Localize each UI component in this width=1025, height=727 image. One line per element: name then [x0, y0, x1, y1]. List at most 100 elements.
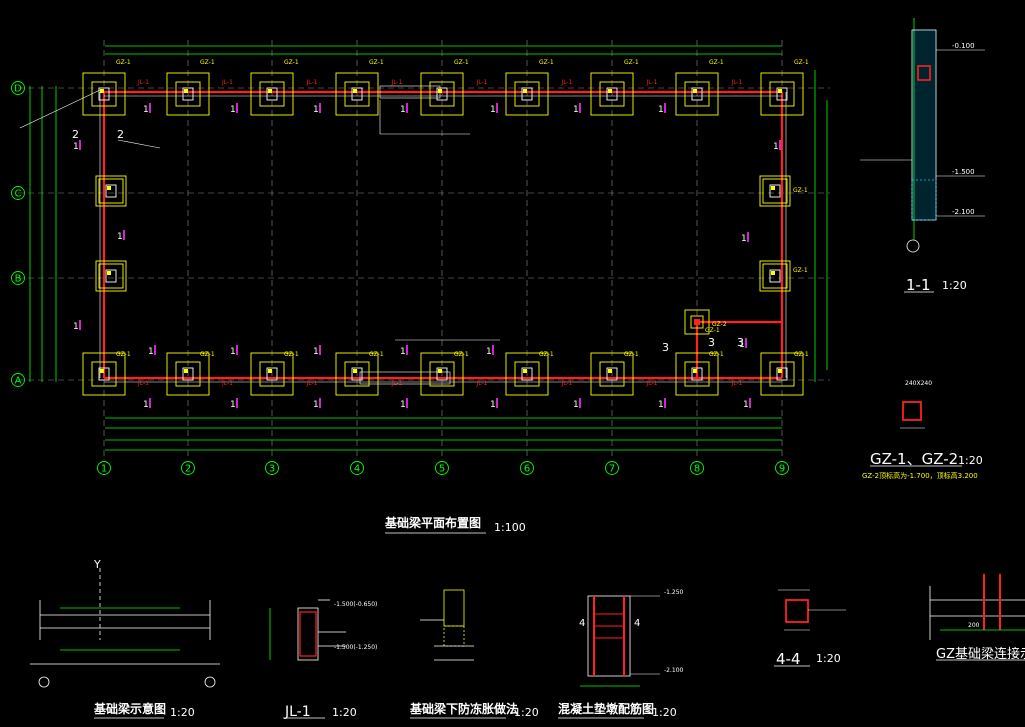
detail-gz-section: 240X240 GZ-1、GZ-2 1:20 GZ-2顶标高为-1.700，顶标… — [862, 380, 983, 480]
jl1-level-a: -1.500(-0.650) — [334, 601, 377, 608]
footing — [82, 352, 126, 396]
column-label: GZ-1 — [709, 351, 724, 358]
footing — [95, 175, 127, 207]
column-label-side: GZ-1 — [705, 327, 720, 334]
grid-bubble-col — [690, 461, 704, 475]
pad-bot-level: -2.100 — [664, 667, 684, 674]
gz-conn-title: GZ基础梁连接示意 — [936, 646, 1025, 662]
footing — [335, 72, 379, 116]
plan-title: 基础梁平面布置图 — [384, 515, 481, 530]
section-mark-1: 1 — [313, 400, 319, 410]
grid-bubble-col — [181, 461, 195, 475]
detail-gz-connection — [929, 574, 1025, 640]
section-2-marks: 2 2 — [72, 128, 124, 141]
grid-col-label: 3 — [269, 464, 275, 475]
grid-row-label: D — [14, 84, 22, 95]
beam-label: JL-1 — [221, 380, 233, 387]
column-label: GZ-1 — [709, 59, 724, 66]
detail-1-1-title: 1-1 — [906, 276, 931, 294]
beam-label: JL-1 — [561, 380, 573, 387]
beam-outline — [99, 85, 787, 385]
gz-section-title: GZ-1、GZ-2 — [870, 450, 958, 468]
detail-section-1-1: -0.100 -1.500 -2.100 1-1 1:20 — [860, 18, 985, 294]
grid-bubble-col — [605, 461, 619, 475]
detail-concrete-pad — [580, 595, 660, 687]
section-mark-1: 1 — [230, 105, 236, 115]
jl1-title: JL-1 — [284, 704, 311, 720]
section-3-marks: 3 3 3 — [662, 336, 744, 354]
pad-scale: 1:20 — [652, 706, 677, 719]
column-label: GZ-1 — [624, 351, 639, 358]
section-mark-1: 1 — [773, 142, 779, 152]
detail-4-4 — [778, 589, 846, 631]
column-label: GZ-1 — [454, 59, 469, 66]
grid-col-label: 9 — [779, 464, 785, 475]
column-label: GZ-1 — [200, 351, 215, 358]
section-mark-1: 1 — [490, 105, 496, 115]
footing — [335, 352, 379, 396]
column-label: GZ-1 — [284, 59, 299, 66]
grid-col-label: 7 — [609, 464, 615, 475]
beam-labels: JL-1JL-1JL-1JL-1JL-1JL-1JL-1JL-1JL-1JL-1… — [116, 59, 809, 387]
footing — [250, 72, 294, 116]
grid-row-label: C — [15, 189, 22, 200]
beam-label: JL-1 — [306, 79, 318, 86]
footing — [759, 260, 791, 292]
beam-schematic-title: 基础梁示意图 — [93, 701, 166, 716]
beam-label: JL-1 — [476, 380, 488, 387]
section-mark-1: 1 — [658, 400, 664, 410]
pad-title: 混凝土垫墩配筋图 — [558, 701, 654, 716]
antifreeze-scale: 1:20 — [514, 706, 539, 719]
footing — [675, 352, 719, 396]
footing — [250, 352, 294, 396]
beam-label: JL-1 — [391, 380, 403, 387]
section-mark-1: 1 — [739, 340, 745, 350]
column-label-gz2: GZ-2 — [712, 321, 727, 328]
column-label: GZ-1 — [794, 59, 809, 66]
detail-4-4-title: 4-4 — [776, 650, 801, 668]
footing — [759, 175, 791, 207]
pad-footing-8 — [684, 309, 710, 335]
footing — [590, 352, 634, 396]
gz-conn-dim: 200 — [968, 622, 980, 629]
grid-col-label: 2 — [185, 464, 191, 475]
column-label: GZ-1 — [369, 351, 384, 358]
column-footings — [82, 72, 804, 396]
grid-bubble-col — [97, 461, 111, 475]
gz-section-note: GZ-2顶标高为-1.700，顶标高3.200 — [862, 471, 978, 480]
footing — [166, 72, 210, 116]
footing — [675, 72, 719, 116]
gz-size-label: 240X240 — [905, 380, 932, 387]
beam-label: JL-1 — [646, 79, 658, 86]
section-mark-1: 1 — [741, 234, 747, 244]
foundation-beams — [102, 90, 784, 380]
beam-schematic-scale: 1:20 — [170, 706, 195, 719]
section-mark-1: 1 — [143, 105, 149, 115]
section-mark-1: 1 — [400, 105, 406, 115]
column-label: GZ-1 — [454, 351, 469, 358]
grid-col-label: 1 — [101, 464, 107, 475]
section-mark-1: 1 — [148, 347, 154, 357]
grid-bubble-col — [350, 461, 364, 475]
beam-label: JL-1 — [731, 79, 743, 86]
grid-col-label: 8 — [694, 464, 700, 475]
pad-mark-left: 4 — [579, 618, 585, 629]
plan-notes — [19, 89, 500, 341]
detail-1-1-bot-level: -2.100 — [952, 208, 975, 216]
column-label-side: GZ-1 — [793, 187, 808, 194]
section-mark-1: 1 — [313, 347, 319, 357]
detail-beam-schematic — [30, 568, 220, 688]
column-label: GZ-1 — [624, 59, 639, 66]
plan-scale: 1:100 — [494, 521, 526, 534]
section-mark-1: 1 — [400, 347, 406, 357]
section-mark-1: 1 — [400, 400, 406, 410]
section-mark-1: 1 — [143, 400, 149, 410]
footing — [760, 72, 804, 116]
jl1-scale: 1:20 — [332, 706, 357, 719]
grid-row-label: A — [15, 376, 22, 387]
column-label: GZ-1 — [794, 351, 809, 358]
